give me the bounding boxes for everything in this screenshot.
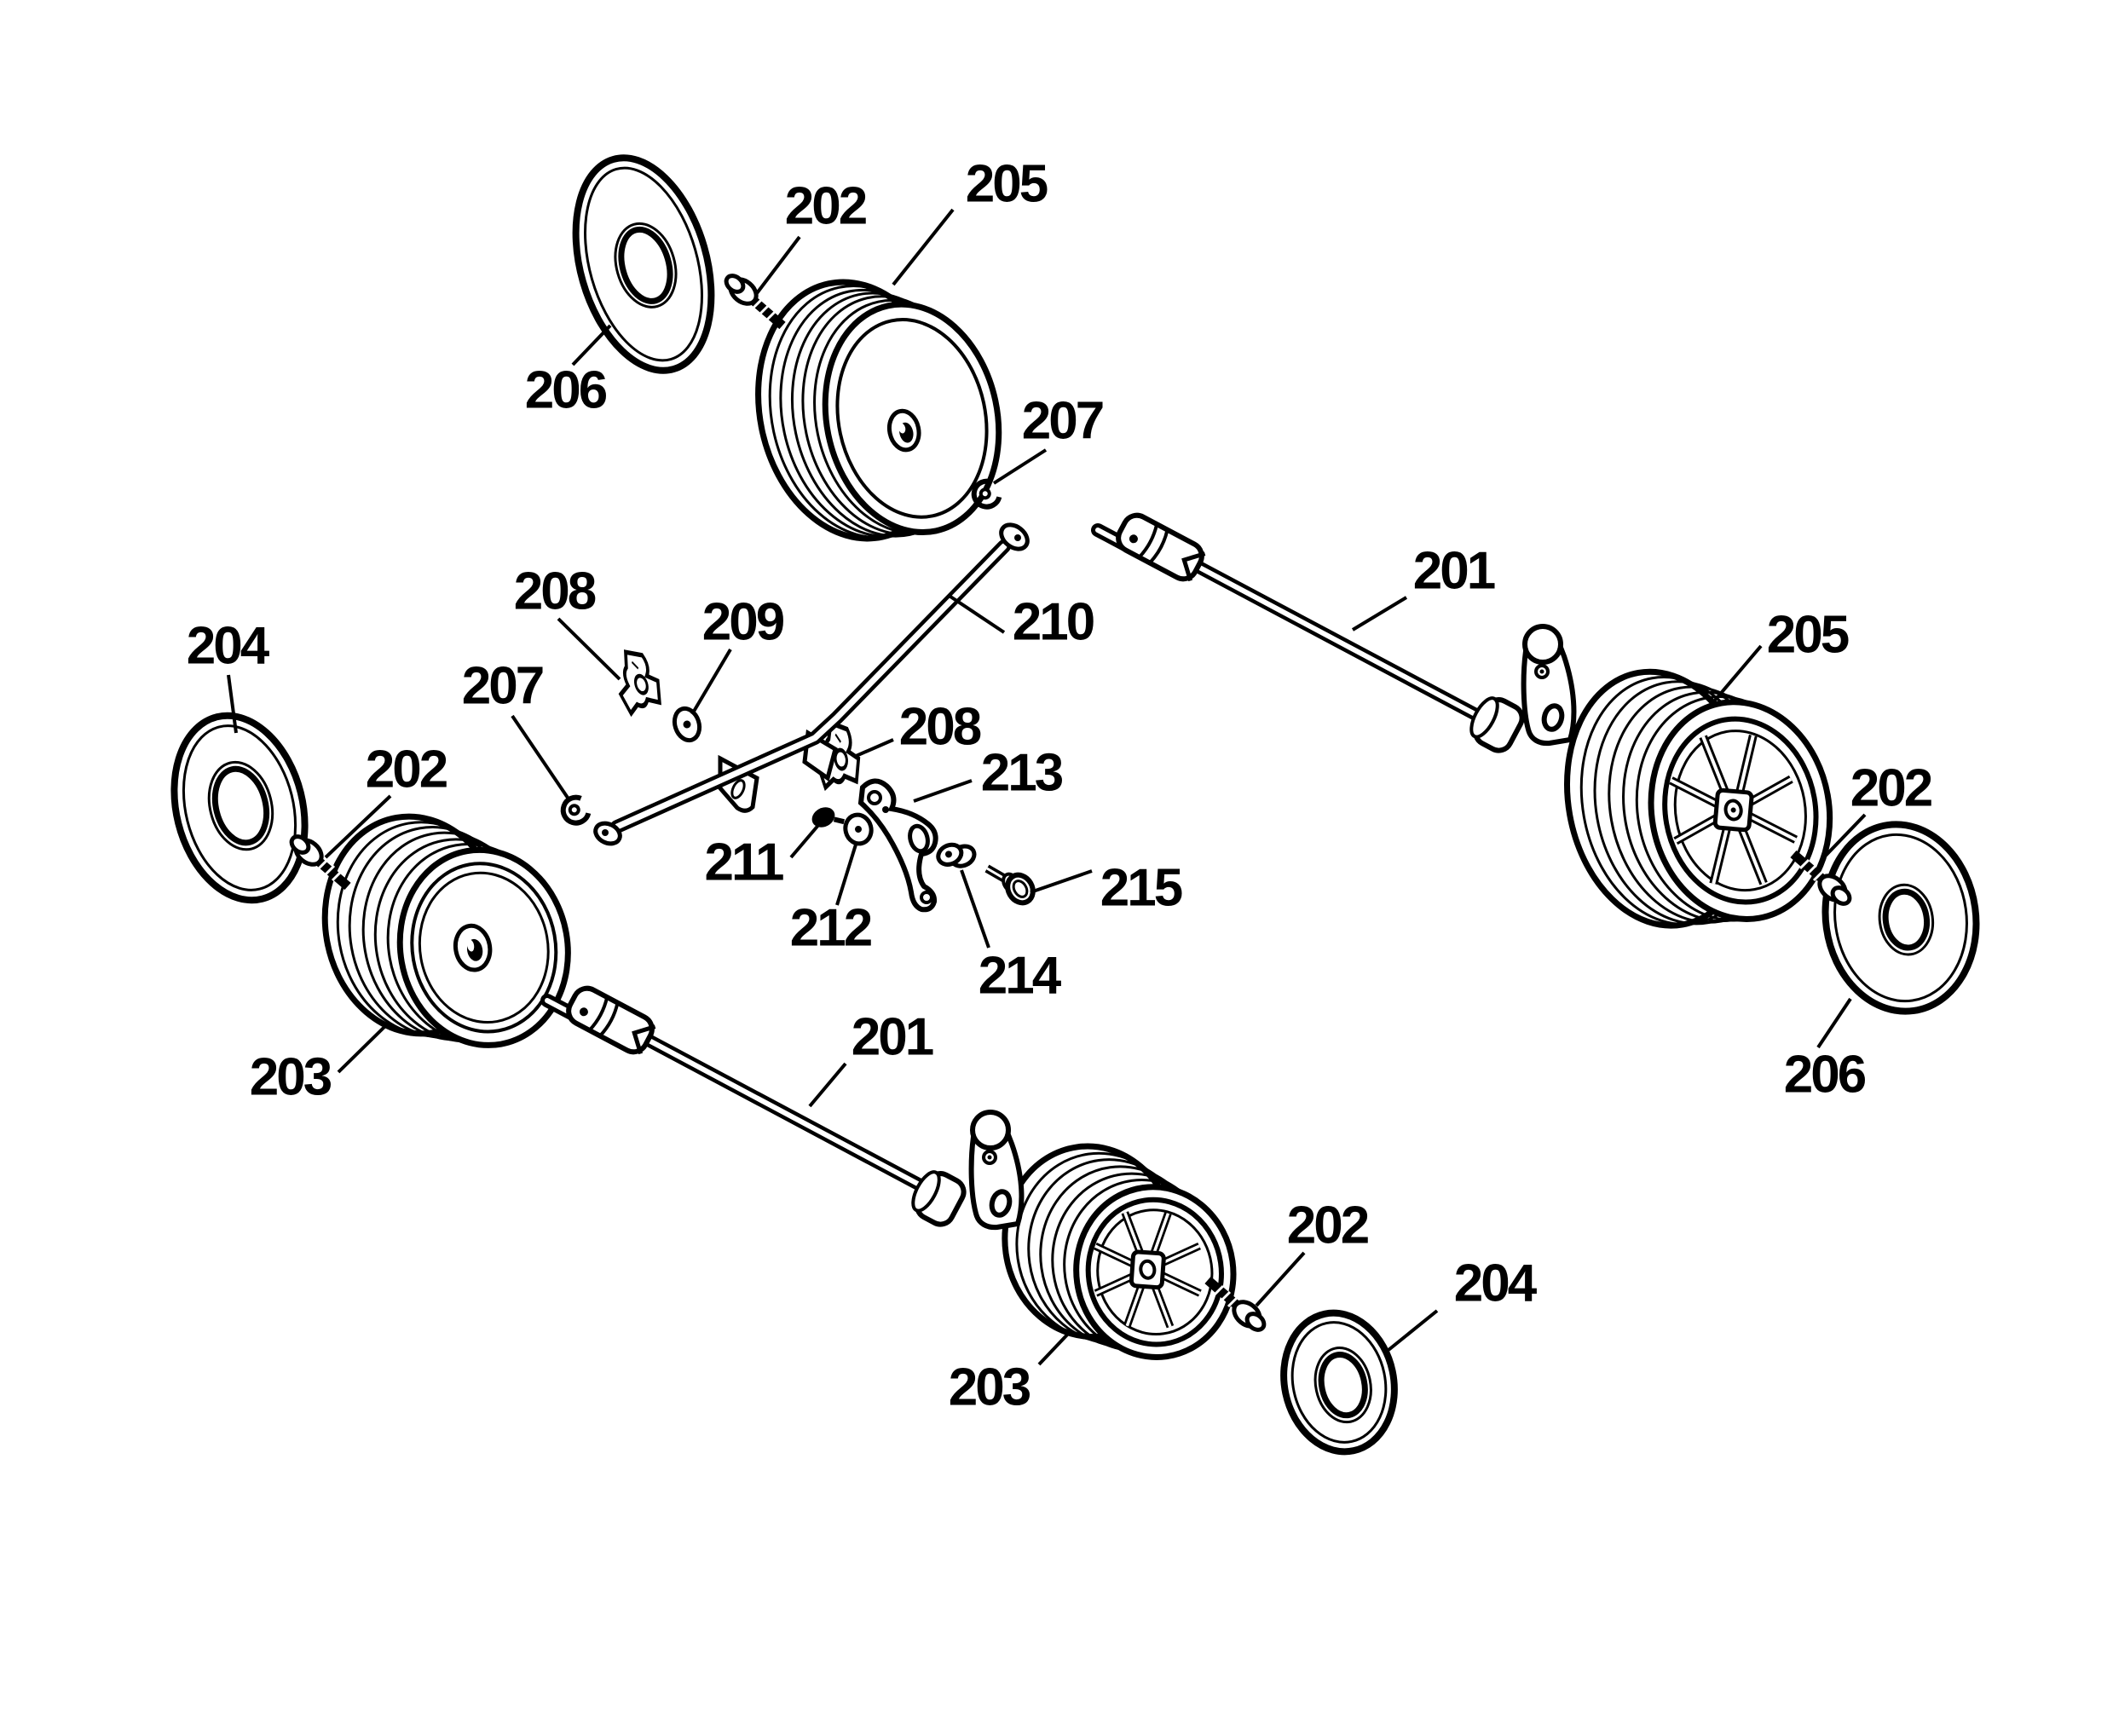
- leader-205-right: [1712, 644, 1763, 704]
- callout-210: 210: [1012, 592, 1095, 652]
- bolt-215: [984, 864, 1036, 906]
- leader-209: [690, 648, 732, 716]
- wheel-205-top: [755, 279, 1002, 542]
- bolt-211: [811, 807, 845, 828]
- callout-205-top: 205: [965, 154, 1048, 214]
- axle-201-bottom: [540, 983, 1025, 1231]
- hubcap-206-right: [1821, 821, 1980, 1015]
- leader-207-left: [511, 714, 569, 799]
- circlip-207-left: [560, 795, 590, 826]
- leader-208-lower: [853, 738, 894, 758]
- leader-204-bottom: [1387, 1309, 1439, 1352]
- pivot-bracket-bottom: [968, 1110, 1025, 1231]
- leader-lines: [227, 208, 1867, 1366]
- bracket-213: [857, 778, 938, 913]
- callout-214: 214: [978, 946, 1061, 1006]
- callout-207-top: 207: [1021, 391, 1105, 451]
- leader-205-top: [892, 208, 955, 286]
- leader-215: [1030, 869, 1093, 894]
- washer-212: [843, 812, 874, 846]
- hubcap-204-left: [170, 712, 309, 904]
- leader-203-bottom: [1037, 1329, 1072, 1366]
- callout-203-bottom: 203: [948, 1358, 1031, 1417]
- pivot-bracket-top: [1521, 624, 1577, 747]
- leader-201-top: [1351, 596, 1408, 632]
- axle-201-top: [1091, 510, 1577, 755]
- hubcap-206-top: [572, 154, 715, 374]
- callout-212: 212: [789, 898, 873, 958]
- leader-201-bottom: [808, 1062, 847, 1108]
- callout-204-bottom: 204: [1453, 1254, 1537, 1313]
- callout-213: 213: [980, 743, 1064, 803]
- leader-214: [960, 869, 990, 949]
- leader-206-right: [1816, 997, 1852, 1049]
- callout-201-bottom: 201: [851, 1007, 934, 1067]
- leader-212: [835, 844, 857, 906]
- callout-202-top: 202: [784, 176, 868, 236]
- leader-202-bottom: [1255, 1251, 1306, 1307]
- clip-208-upper: [609, 645, 665, 714]
- leader-203-left: [337, 1024, 387, 1074]
- wheel-203-left: [321, 813, 571, 1048]
- washer-209: [672, 706, 702, 743]
- leader-204-left: [227, 674, 238, 734]
- callout-209: 209: [701, 592, 785, 652]
- leader-210: [946, 593, 1006, 634]
- leader-202-right: [1819, 813, 1867, 862]
- callout-202-bottom: 202: [1286, 1196, 1370, 1255]
- leader-208-upper: [557, 617, 621, 681]
- callout-207-left: 207: [461, 656, 545, 716]
- wheel-203-bottom: [1002, 1143, 1237, 1360]
- leader-211: [789, 822, 822, 859]
- callout-208-upper: 208: [513, 562, 597, 621]
- callout-202-left: 202: [365, 740, 448, 799]
- hubcap-204-bottom: [1280, 1309, 1398, 1456]
- callout-215: 215: [1100, 858, 1183, 918]
- leader-207-top: [992, 448, 1048, 485]
- screw-202-top: [723, 273, 782, 326]
- callout-211: 211: [704, 833, 784, 892]
- wheel-205-right: [1564, 668, 1833, 929]
- callout-208-lower: 208: [898, 697, 982, 757]
- callout-202-right: 202: [1850, 758, 1933, 818]
- leader-202-left: [324, 794, 392, 859]
- callout-205-right: 205: [1766, 605, 1850, 665]
- rod-210: [593, 522, 1030, 846]
- callout-203-left: 203: [249, 1047, 332, 1107]
- callout-206-top: 206: [524, 360, 608, 420]
- callout-204-left: 204: [186, 616, 269, 676]
- callout-201-top: 201: [1412, 541, 1496, 601]
- callout-206-right: 206: [1783, 1045, 1867, 1104]
- leader-213: [913, 779, 973, 803]
- leader-206-top: [571, 324, 612, 366]
- leader-202-top: [755, 235, 801, 295]
- nut-214: [936, 842, 977, 868]
